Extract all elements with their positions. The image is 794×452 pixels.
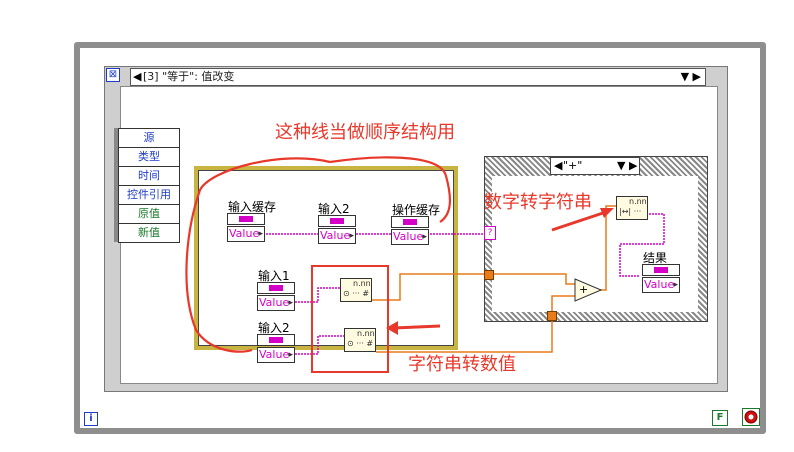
event-close-icon[interactable]: ⊠ bbox=[106, 68, 120, 82]
terminal-input2-bottom-value: Value bbox=[257, 347, 295, 363]
event-data-node-strip bbox=[114, 128, 120, 242]
label-op-buffer: 操作缓存 bbox=[392, 203, 441, 217]
event-selector[interactable]: ◀ [3] "等于": 值改变 ▼ ▶ bbox=[130, 68, 706, 86]
terminal-input1[interactable]: Value bbox=[257, 282, 295, 312]
add-function-symbol: + bbox=[579, 283, 589, 296]
event-node-ctlref[interactable]: 控件引用 bbox=[118, 185, 180, 205]
event-node-type[interactable]: 类型 bbox=[118, 147, 180, 167]
str-to-num-function-b[interactable]: n.nn ⊙ ··· # bbox=[344, 328, 376, 352]
terminal-input-buffer[interactable]: Value bbox=[227, 213, 265, 243]
terminal-result[interactable]: Value bbox=[642, 264, 680, 294]
event-node-oldval[interactable]: 原值 bbox=[118, 204, 180, 224]
tunnel-num-b bbox=[547, 311, 557, 321]
event-prev-arrow-icon[interactable]: ◀ bbox=[133, 70, 142, 83]
tunnel-num-a bbox=[484, 270, 494, 280]
str-to-num-b-bottom: ⊙ ··· # bbox=[347, 339, 374, 348]
event-node-time[interactable]: 时间 bbox=[118, 166, 180, 186]
event-selector-label: [3] "等于": 值改变 bbox=[143, 70, 235, 83]
event-node-source[interactable]: 源 bbox=[118, 128, 180, 148]
case-selector-label: "+" bbox=[563, 159, 583, 172]
terminal-result-value: Value bbox=[642, 277, 680, 293]
info-icon[interactable]: i bbox=[84, 412, 98, 426]
str-to-num-b-top: n.nn bbox=[357, 329, 375, 338]
num-to-str-top: n.nn bbox=[629, 197, 647, 206]
event-next-arrows-icon[interactable]: ▼ ▶ bbox=[680, 70, 701, 83]
terminal-input-buffer-value: Value bbox=[227, 226, 265, 242]
label-input2-top: 输入2 bbox=[318, 202, 350, 216]
terminal-op-buffer-value: Value bbox=[391, 229, 429, 245]
sequence-frame bbox=[194, 166, 458, 350]
case-prev-arrow-icon[interactable]: ◀ bbox=[554, 159, 563, 172]
str-to-num-a-bottom: ⊙ ··· # bbox=[343, 289, 370, 298]
annotation-sequence-note: 这种线当做顺序结构用 bbox=[275, 122, 455, 143]
false-constant-icon[interactable]: F bbox=[712, 410, 728, 426]
str-to-num-a-top: n.nn bbox=[353, 279, 371, 288]
case-next-arrow-icon[interactable]: ▶ bbox=[629, 159, 638, 172]
num-to-str-function[interactable]: n.nn |↔| ··· bbox=[616, 196, 648, 220]
label-input1: 输入1 bbox=[258, 269, 290, 283]
add-function[interactable] bbox=[574, 278, 602, 302]
label-result: 结果 bbox=[643, 251, 668, 265]
annotation-num-to-str-note: 数字转字符串 bbox=[484, 192, 592, 213]
case-dropdown-icon[interactable]: ▼ bbox=[617, 159, 626, 172]
stop-terminal-icon[interactable] bbox=[742, 408, 760, 426]
event-node-newval[interactable]: 新值 bbox=[118, 223, 180, 243]
annotation-str-to-num-note: 字符串转数值 bbox=[408, 354, 516, 375]
case-selector-terminal[interactable]: ? bbox=[484, 226, 496, 240]
terminal-input2-top[interactable]: Value bbox=[318, 215, 356, 245]
terminal-input2-top-value: Value bbox=[318, 228, 356, 244]
terminal-input1-value: Value bbox=[257, 295, 295, 311]
case-selector[interactable]: ◀ "+" ▼ ▶ bbox=[550, 157, 640, 175]
label-input-buffer: 输入缓存 bbox=[228, 200, 277, 214]
terminal-input2-bottom[interactable]: Value bbox=[257, 334, 295, 364]
terminal-op-buffer[interactable]: Value bbox=[391, 216, 429, 246]
str-to-num-function-a[interactable]: n.nn ⊙ ··· # bbox=[340, 278, 372, 302]
num-to-str-bottom: |↔| ··· bbox=[619, 207, 642, 216]
label-input2-bottom: 输入2 bbox=[258, 321, 290, 335]
